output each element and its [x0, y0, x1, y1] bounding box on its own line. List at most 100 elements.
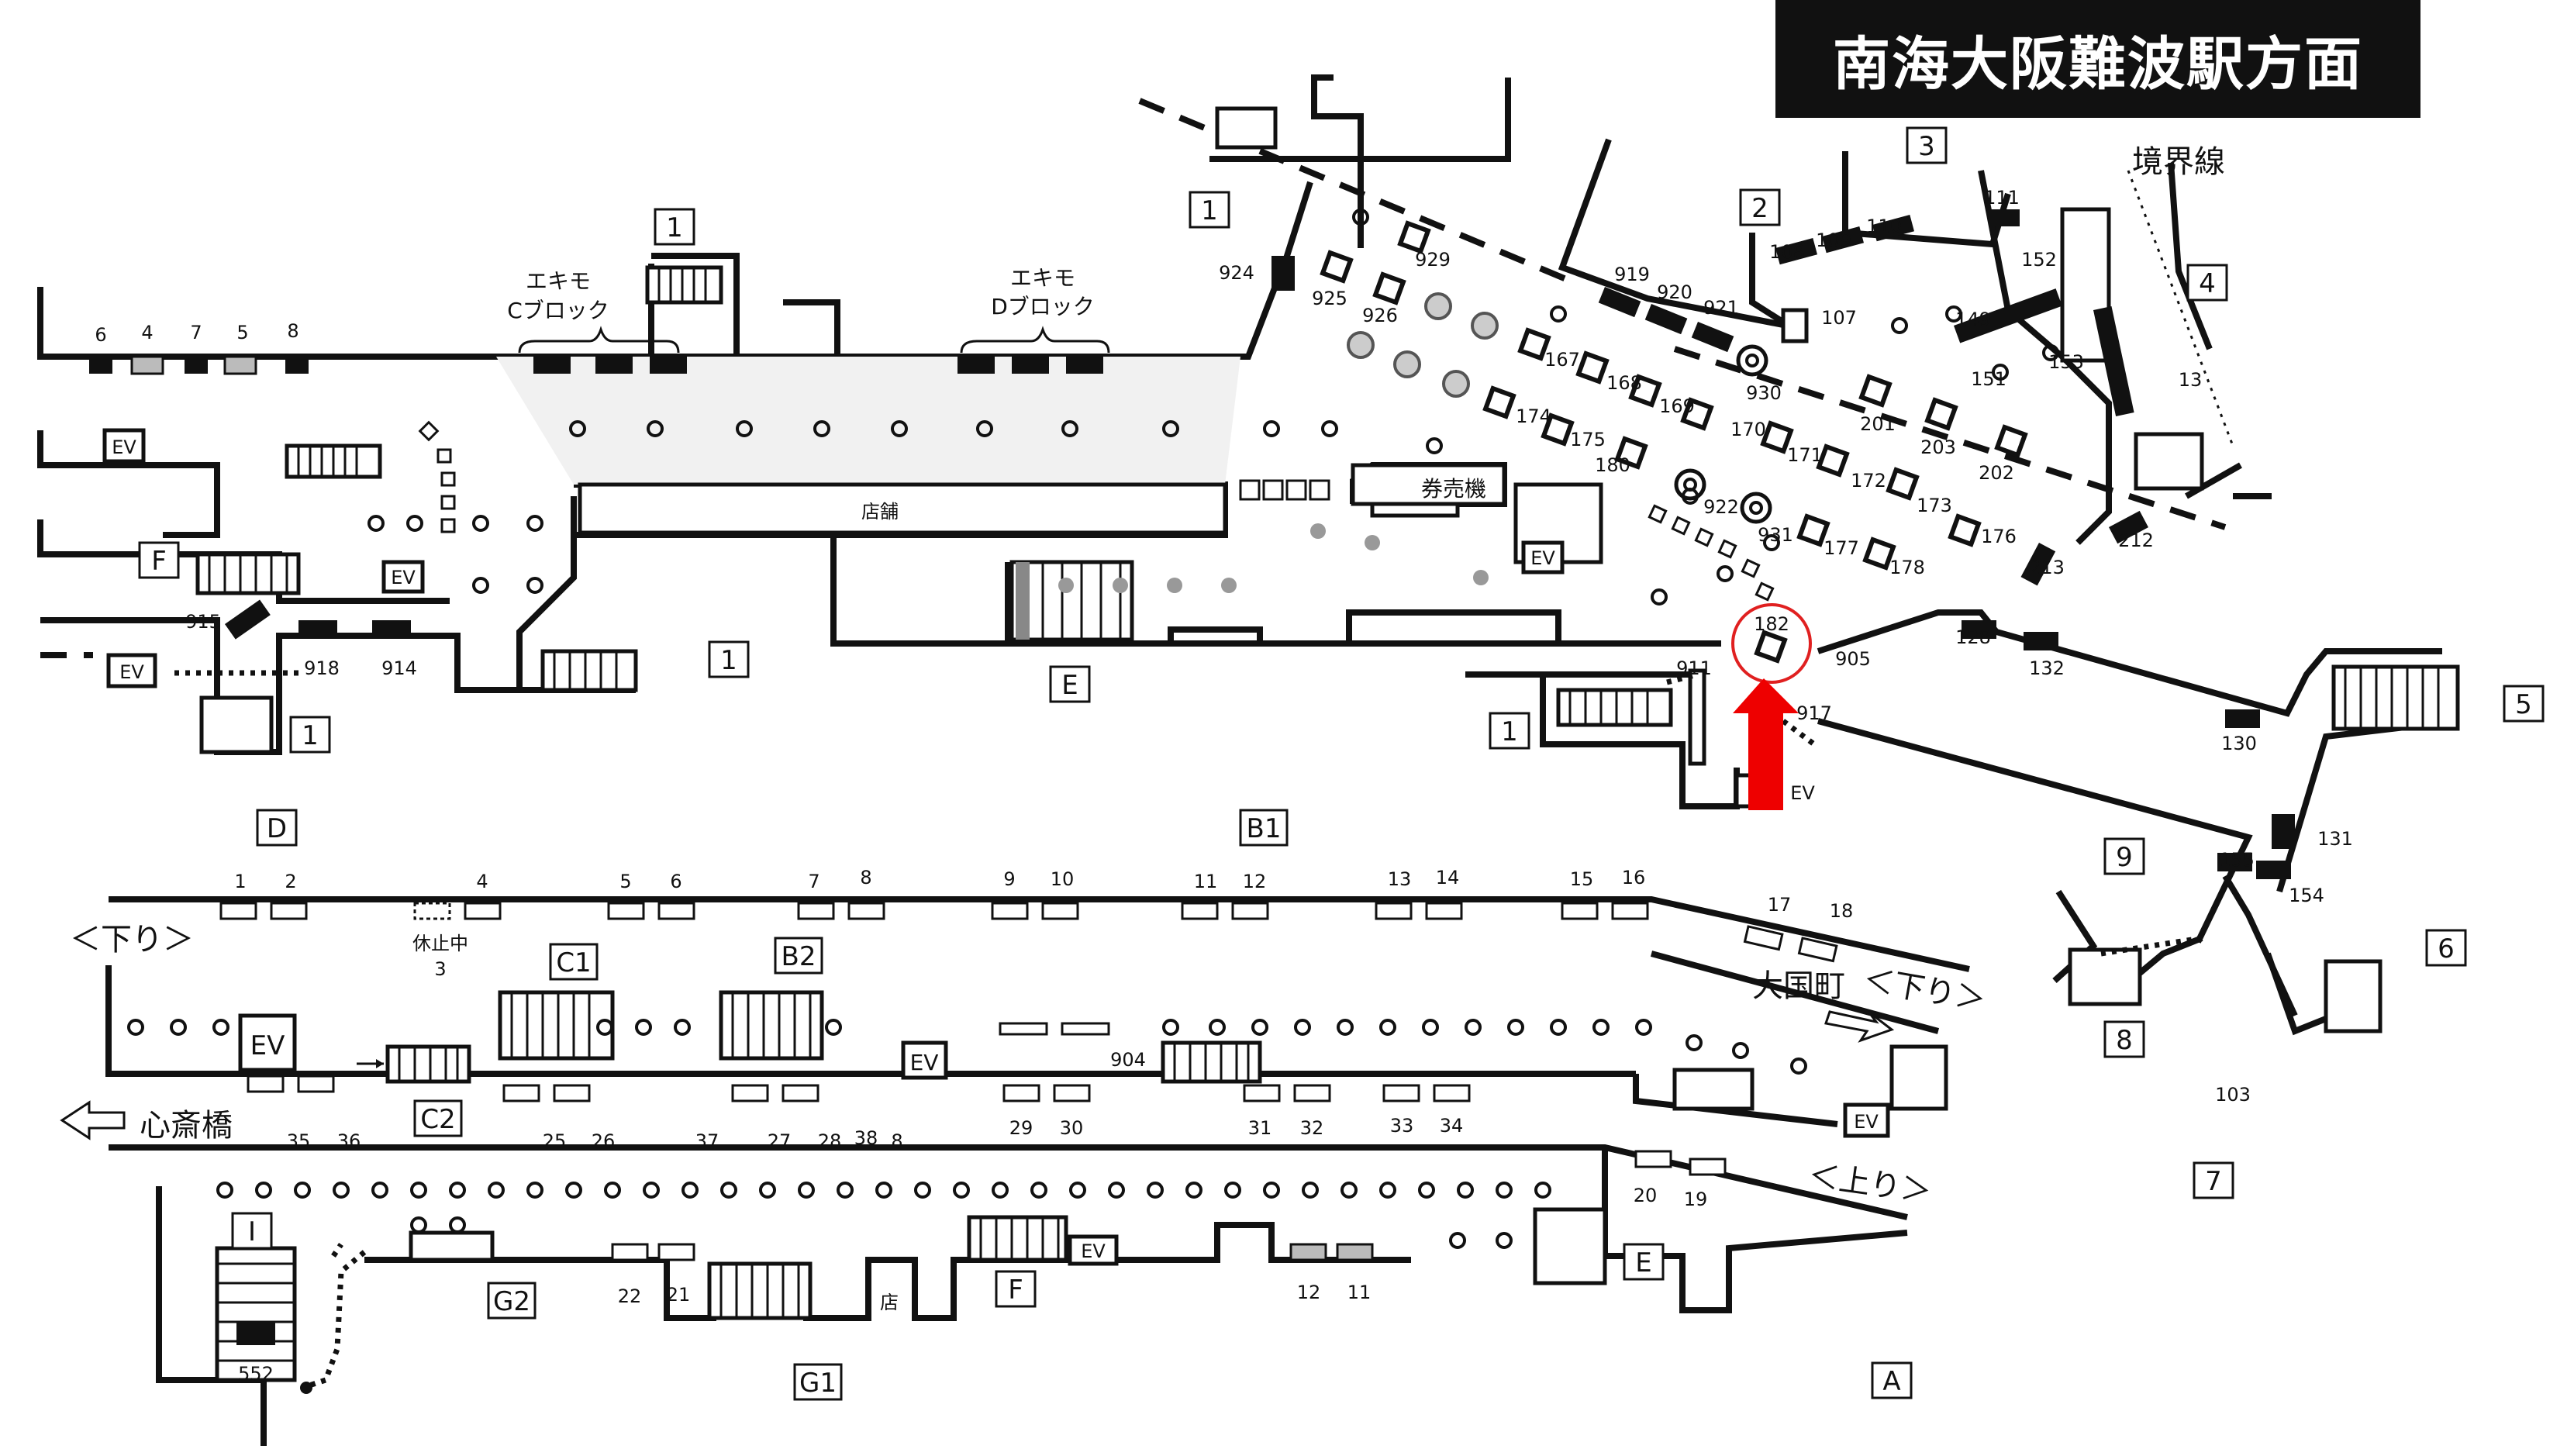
num: 28 — [818, 1130, 842, 1152]
num: 201 — [1860, 413, 1896, 435]
ekimo-d-line1: エキモ — [1010, 265, 1075, 291]
num: 130 — [2221, 733, 2257, 754]
exit-label: 1 — [1201, 195, 1218, 226]
lockers — [89, 209, 2295, 1345]
ev-label: EV — [112, 436, 136, 458]
shop-label: 店舗 — [861, 501, 899, 523]
num: 151 — [1971, 368, 2006, 390]
shop-block — [578, 482, 1227, 535]
num: 921 — [1703, 297, 1739, 319]
num: 10 — [1051, 868, 1075, 890]
num: 107 — [1821, 307, 1857, 329]
exit-label: I — [248, 1216, 256, 1247]
num: 169 — [1659, 395, 1695, 417]
small-arrowhead-icon — [376, 1059, 384, 1068]
exit-label: 1 — [666, 212, 683, 243]
num: 7 — [190, 322, 202, 343]
shop-small-label: 店 — [880, 1292, 899, 1313]
num: 128 — [1955, 626, 1991, 648]
ekimo-c-line1: エキモ — [526, 268, 591, 294]
num: 111 — [1984, 187, 2020, 209]
num: 13 — [2179, 369, 2203, 391]
right-arrow-icon — [1824, 1010, 1895, 1043]
num: 11 — [1194, 871, 1218, 892]
down-left-label: ＜下り＞ — [70, 922, 194, 957]
ev-label: EV — [1790, 782, 1815, 804]
num: 174 — [1516, 405, 1551, 427]
braces — [518, 326, 1110, 354]
num: 926 — [1362, 305, 1398, 326]
num: 905 — [1835, 648, 1871, 670]
shaded-walkway — [496, 357, 1240, 485]
exit-label: B2 — [782, 941, 816, 972]
ev-label: EV — [1081, 1240, 1106, 1262]
boundary-label: 境界線 — [2132, 144, 2225, 180]
exit-label: F — [1008, 1275, 1023, 1306]
exit-label: C2 — [420, 1104, 455, 1135]
num: 14 — [1436, 867, 1460, 888]
ekimo-d-line2: Dブロック — [991, 294, 1095, 319]
num: 8 — [860, 867, 871, 888]
num: 12 — [1243, 871, 1267, 892]
num: 6 — [670, 871, 681, 892]
num: 17 — [1768, 894, 1792, 916]
num: 110 — [1866, 216, 1902, 237]
num: 154 — [2289, 885, 2324, 906]
num: 15 — [1570, 868, 1594, 890]
num: 917 — [1796, 702, 1832, 724]
marker-chain — [418, 420, 1775, 602]
num: 132 — [2029, 657, 2065, 679]
top-stair-box — [1215, 106, 1278, 150]
ev-label: EV — [1530, 547, 1555, 569]
locker-numbers: 6 4 7 5 8 924 925 926 929 919 920 921 93… — [95, 187, 2353, 1385]
num: 176 — [1981, 526, 2017, 547]
ev-label: EV — [119, 661, 144, 683]
num: 8 — [891, 1130, 902, 1152]
direction-header: 南海大阪難波駅方面 — [1775, 0, 2420, 118]
exit-label: F — [151, 546, 167, 577]
num: 6 — [95, 324, 106, 346]
num: 904 — [1110, 1049, 1146, 1071]
num: 920 — [1657, 281, 1692, 303]
num: 203 — [1920, 436, 1956, 458]
num: 552 — [238, 1363, 274, 1385]
shinsaibashi-label: 心斎橋 — [140, 1108, 233, 1144]
stairs — [195, 207, 2460, 1382]
num: 918 — [304, 657, 340, 679]
num: 35 — [287, 1130, 311, 1152]
num: 7 — [808, 871, 819, 892]
num: 109 — [1816, 229, 1851, 251]
room-107 — [1781, 308, 1809, 343]
num: 914 — [381, 657, 417, 679]
dashed-lines — [40, 98, 2227, 658]
num: 16 — [1622, 867, 1646, 888]
num: 37 — [695, 1130, 719, 1152]
exit-label: 7 — [2205, 1166, 2222, 1197]
num: 27 — [768, 1130, 792, 1152]
num: 32 — [1300, 1117, 1324, 1139]
ev-label: EV — [250, 1030, 285, 1061]
num: 18 — [1830, 900, 1854, 922]
num: 153 — [2048, 351, 2084, 373]
num: 930 — [1746, 382, 1782, 404]
num: 9 — [1003, 868, 1015, 890]
num: 8 — [287, 320, 298, 342]
num: 925 — [1312, 288, 1347, 309]
exit-label: A — [1882, 1366, 1900, 1397]
exit-label: 1 — [1501, 716, 1518, 747]
num: 152 — [2021, 249, 2057, 271]
num: 922 — [1703, 496, 1739, 518]
exit-label: 3 — [1918, 131, 1935, 162]
exit-label: E — [1061, 670, 1078, 701]
num: 34 — [1440, 1115, 1464, 1137]
num: 931 — [1758, 524, 1793, 546]
num: 29 — [1009, 1117, 1033, 1139]
exit-label: 2 — [1751, 193, 1768, 224]
num: 5 — [619, 871, 631, 892]
exit-label: 1 — [302, 720, 319, 751]
num: 131 — [2317, 828, 2353, 850]
exit-labels: 1 1 1 1 1 2 3 4 5 6 7 8 9 F E D B1 C1 B2… — [151, 131, 2532, 1399]
num: 911 — [1676, 657, 1712, 679]
ev-label: EV — [910, 1050, 939, 1075]
